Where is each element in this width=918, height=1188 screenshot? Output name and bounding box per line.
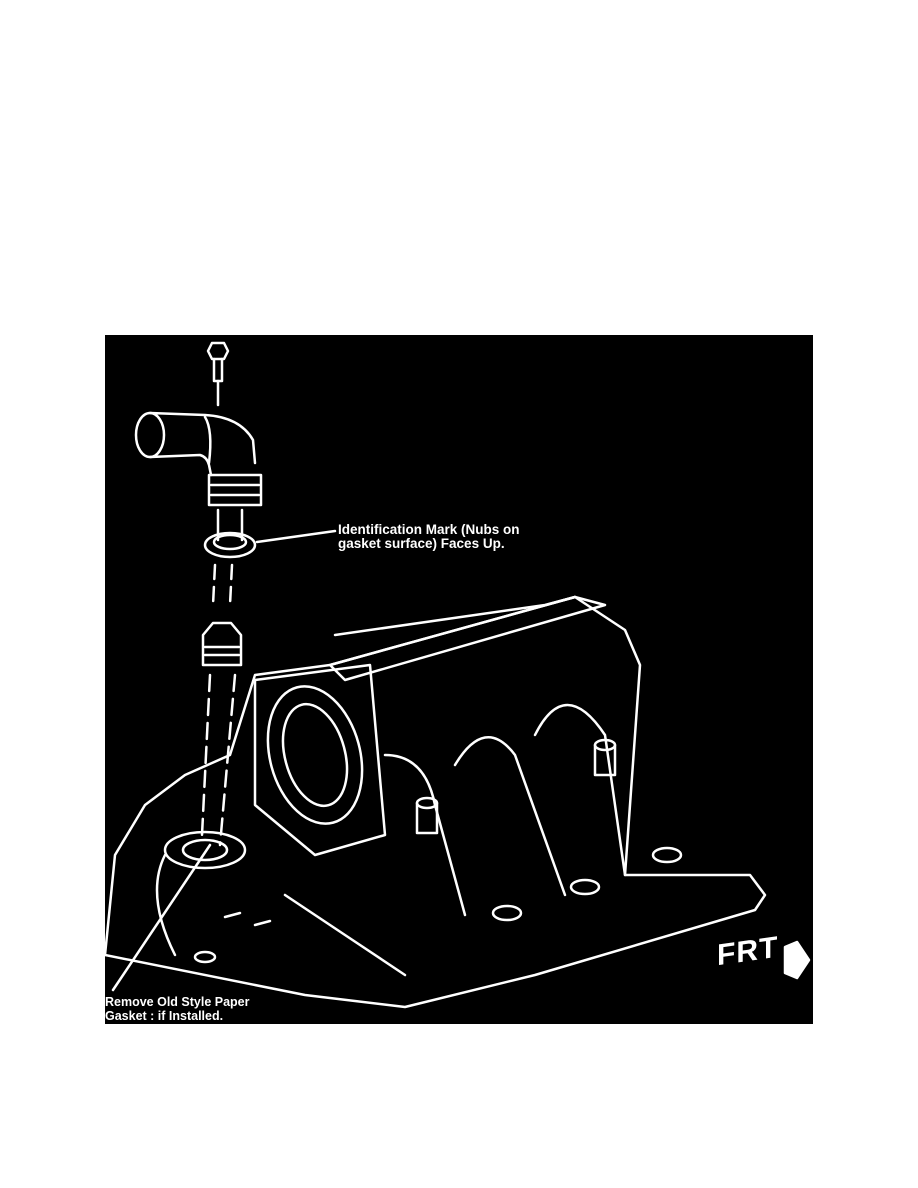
callout-line: Gasket : if Installed. bbox=[105, 1009, 224, 1023]
gasket-ring bbox=[203, 508, 257, 559]
intake-manifold-diagram: Identification Mark (Nubs on gasket surf… bbox=[105, 335, 813, 1024]
sensor-fitting bbox=[201, 621, 243, 667]
bolt bbox=[206, 341, 230, 407]
callout-line: gasket surface) Faces Up. bbox=[338, 536, 505, 551]
front-direction-label: FRT bbox=[717, 930, 779, 973]
remove-gasket-callout: Remove Old Style Paper Gasket : if Insta… bbox=[105, 995, 250, 1023]
identification-mark-callout: Identification Mark (Nubs on gasket surf… bbox=[338, 523, 520, 551]
callout-line: Remove Old Style Paper bbox=[105, 995, 250, 1009]
front-arrow-icon bbox=[783, 940, 811, 980]
callout-line: Identification Mark (Nubs on bbox=[338, 522, 520, 537]
manifold-body bbox=[105, 595, 767, 1009]
elbow-fitting bbox=[134, 411, 263, 507]
manifold-line-drawing bbox=[105, 341, 811, 1009]
